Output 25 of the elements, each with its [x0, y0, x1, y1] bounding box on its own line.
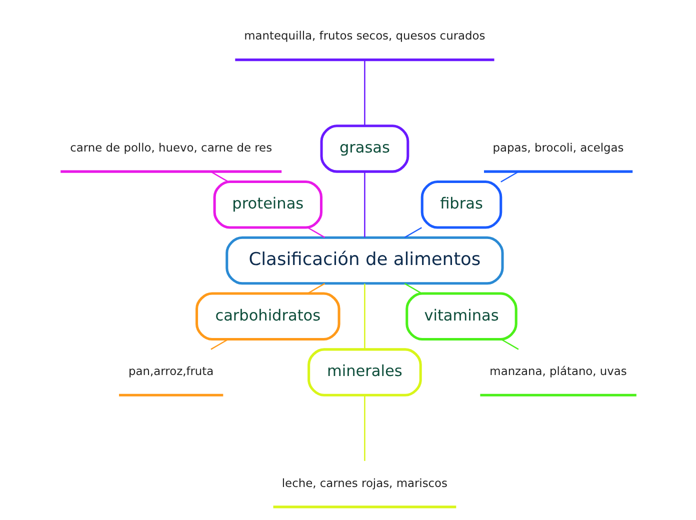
- node-text: pan,arroz,fruta: [128, 364, 214, 378]
- node-text: mantequilla, frutos secos, quesos curados: [244, 28, 485, 42]
- connector: [500, 338, 518, 350]
- node-text: manzana, plátano, uvas: [489, 364, 626, 378]
- node-box: grasas: [320, 124, 409, 172]
- connector: [210, 170, 228, 182]
- connector: [306, 282, 325, 294]
- node-box: fibras: [420, 180, 502, 228]
- node-box: Clasificación de alimentos: [225, 236, 504, 284]
- node-box: vitaminas: [405, 292, 517, 340]
- connector: [364, 60, 365, 126]
- node-box: carbohidratos: [195, 292, 340, 340]
- connector: [364, 283, 365, 349]
- connector: [306, 226, 325, 238]
- connector: [364, 394, 365, 460]
- connector: [210, 338, 228, 350]
- node-box: proteinas: [212, 180, 322, 228]
- connector: [404, 226, 422, 238]
- node-text: leche, carnes rojas, mariscos: [281, 475, 448, 490]
- connector: [500, 170, 518, 182]
- node-text: papas, brocoli, acelgas: [492, 140, 624, 154]
- node-box: minerales: [307, 348, 422, 396]
- node-text: carne de pollo, huevo, carne de res: [70, 140, 272, 154]
- connector: [404, 282, 422, 294]
- connector: [364, 171, 365, 237]
